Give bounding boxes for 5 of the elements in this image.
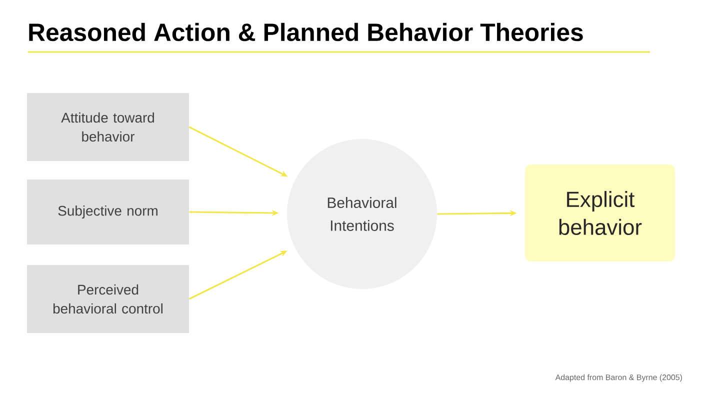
factor-box: Subjective norm [27,180,189,244]
title: Reasoned Action & Planned Behavior Theories [29,22,583,42]
factor-box: Perceived behavioral control [27,265,189,333]
behavior-box: Explicit behavior [525,164,675,262]
factor-box: Attitude toward behavior [27,93,189,161]
